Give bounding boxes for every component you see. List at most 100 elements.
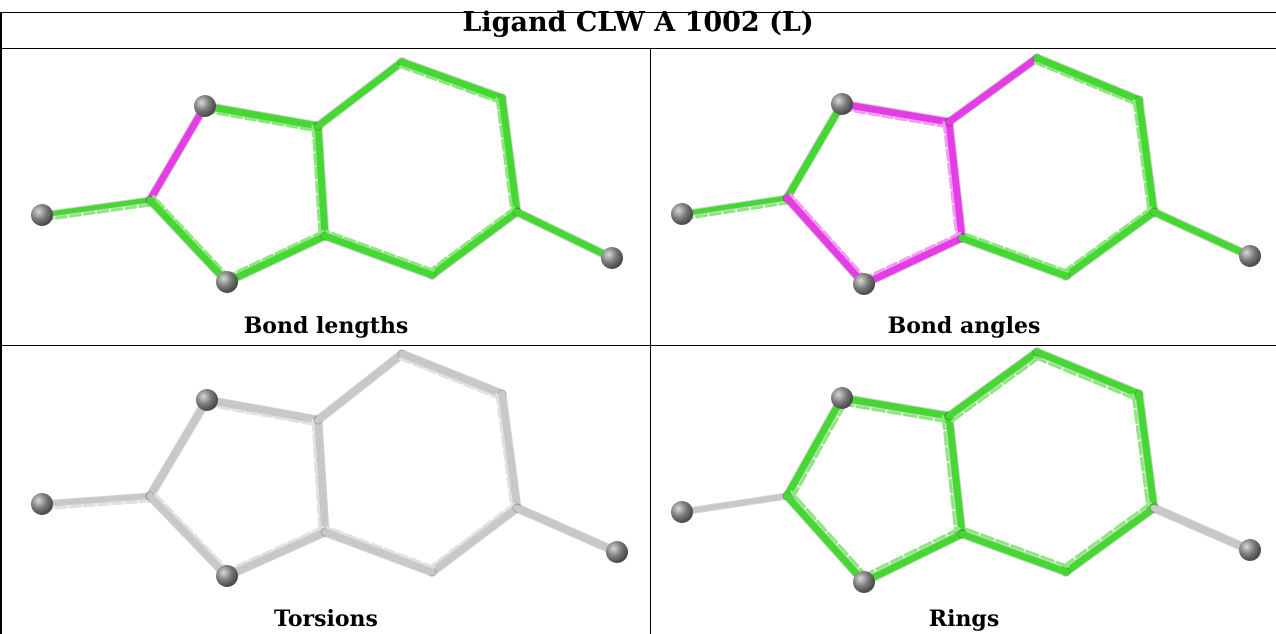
- atom-sphere: [216, 565, 238, 587]
- ring-ideal-c3a-c4: [951, 355, 1043, 423]
- ideal-bond-n1-c3a: [202, 109, 319, 133]
- bond-term-c2: [679, 195, 790, 217]
- molecule-bond-lengths: [31, 57, 623, 293]
- bond-n3-c2: [783, 492, 868, 586]
- atom-sphere: [1239, 245, 1261, 267]
- panel-bond-lengths: [31, 57, 623, 293]
- bond-c3a-c7a: [314, 122, 329, 240]
- bond-c3a-c7a: [945, 118, 966, 242]
- bond-c2-n1: [783, 394, 846, 500]
- ideal-bond-c7a-n3: [860, 231, 962, 281]
- bond-n3-c2: [146, 492, 231, 580]
- molecule-torsions: [31, 349, 628, 587]
- bond-c7a-n3: [860, 530, 966, 586]
- left-border: [0, 12, 2, 634]
- ideal-bond-c5-c6: [495, 97, 514, 215]
- bond-c6-c7: [1062, 504, 1158, 576]
- ideal-bond-c3a-c7a: [942, 121, 959, 241]
- ideal-bond-n1-c3a: [839, 107, 950, 129]
- bond-c4-c5: [1033, 54, 1143, 104]
- center-divider: [650, 48, 651, 634]
- ring-ideal-c5-c6: [1131, 393, 1150, 511]
- ideal-bond-c7-c7a: [962, 231, 1070, 273]
- atom-sphere: [853, 273, 875, 295]
- ideal-bond-term-c2: [40, 499, 152, 511]
- atom-sphere: [671, 501, 693, 523]
- bond-c6-cl: [513, 504, 621, 556]
- bond-n1-c3a: [203, 396, 322, 424]
- bond-term-c2: [679, 493, 790, 515]
- ideal-bond-c6-c7: [427, 502, 516, 570]
- bond-c7a-n3: [223, 232, 329, 286]
- ideal-bond-n3-c2: [789, 193, 870, 283]
- atom-sphere: [1239, 539, 1261, 561]
- ring-ideal-n3-c2: [789, 490, 870, 580]
- bond-c7-c7a: [321, 528, 436, 576]
- bond-c6-cl: [513, 208, 616, 262]
- atom-sphere: [31, 493, 53, 515]
- bond-c4-c5: [398, 350, 506, 398]
- ideal-bond-c4-c5: [398, 357, 502, 401]
- atom-sphere: [606, 541, 628, 563]
- title-divider: [0, 48, 1276, 49]
- bond-c7-c7a: [958, 234, 1070, 280]
- bond-c2-n1: [146, 102, 209, 204]
- bond-c3a-c4: [945, 54, 1041, 126]
- figure-title: Ligand CLW A 1002 (L): [462, 7, 814, 38]
- bond-n3-c2: [146, 196, 231, 286]
- bond-n3-c2: [783, 194, 868, 288]
- bond-n1-c3a: [838, 100, 953, 126]
- bond-term-c2: [39, 197, 153, 218]
- bond-c6-cl: [1150, 208, 1254, 260]
- caption-rings: Rings: [928, 606, 1000, 632]
- ideal-bond-c3a-c7a: [311, 418, 322, 534]
- top-border: [0, 12, 1276, 13]
- panel-bond-angles: [671, 53, 1261, 295]
- caption-bond-lengths: Bond lengths: [243, 313, 409, 339]
- bond-c4-c5: [398, 58, 506, 102]
- ring-ideal-c3a-c7a: [941, 415, 958, 537]
- ideal-bond-term-c2: [681, 201, 790, 221]
- bond-c6-cl: [1150, 504, 1254, 554]
- bond-c7a-n3: [223, 528, 329, 580]
- row-divider: [0, 345, 1276, 346]
- ideal-bond-c7-c7a: [325, 229, 436, 272]
- bond-c3a-c7a: [945, 412, 966, 538]
- ideal-bond-c4-c5: [398, 65, 502, 105]
- bond-c7-c7a: [321, 232, 436, 279]
- bond-c3a-c4: [314, 350, 406, 424]
- atom-sphere: [831, 387, 853, 409]
- ideal-bond-n3-c2: [152, 491, 233, 575]
- atom-sphere: [196, 389, 218, 411]
- panel-rings: [671, 347, 1261, 593]
- bond-c3a-c4: [945, 348, 1041, 420]
- atom-sphere: [31, 204, 53, 226]
- bond-c5-c6: [498, 390, 521, 512]
- ideal-bond-c7-c7a: [325, 525, 436, 569]
- atom-sphere: [853, 571, 875, 593]
- bond-c4-c5: [1033, 348, 1143, 398]
- molecule-rings: [671, 347, 1261, 593]
- ideal-bond-n1-c3a: [204, 403, 319, 427]
- ring-ideal-c2-n1: [790, 399, 849, 501]
- panel-torsions: [31, 349, 628, 587]
- bond-n1-c3a: [201, 102, 322, 130]
- atom-sphere: [601, 247, 623, 269]
- ideal-bond-term-c2: [41, 203, 153, 222]
- ring-ideal-n1-c3a: [839, 402, 950, 424]
- bond-c7a-n3: [860, 234, 966, 288]
- bond-c2-n1: [783, 100, 846, 202]
- ideal-bond-c5-c6: [1132, 99, 1151, 215]
- bond-c6-c7: [428, 208, 521, 279]
- atom-sphere: [831, 93, 853, 115]
- ring-ideal-c6-c7: [1060, 501, 1152, 569]
- bond-c2-n1: [146, 396, 211, 500]
- ring-ideal-c7-c7a: [962, 526, 1070, 568]
- caption-bond-angles: Bond angles: [887, 313, 1041, 339]
- bond-n1-c3a: [838, 394, 953, 420]
- ring-ideal-c4-c5: [1033, 356, 1139, 402]
- ideal-bond-c4-c5: [1033, 61, 1139, 107]
- bond-c7-c7a: [958, 530, 1070, 576]
- bond-c3a-c7a: [314, 416, 329, 536]
- caption-torsions: Torsions: [274, 606, 378, 632]
